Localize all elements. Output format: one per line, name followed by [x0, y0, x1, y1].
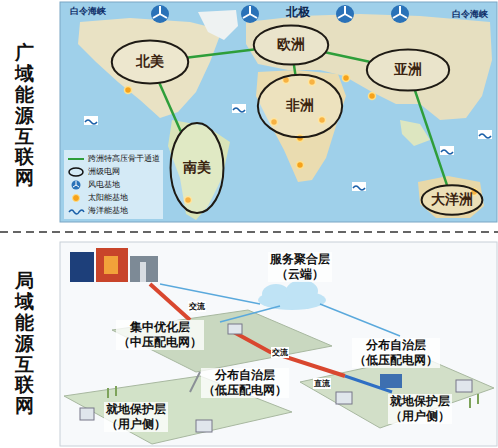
- wind-icon: [151, 5, 409, 23]
- ellipse-shape: [171, 123, 224, 213]
- local-grid-illustration: [60, 242, 497, 446]
- ellipse-shape: [112, 40, 188, 83]
- legend-ellipse: [69, 168, 83, 176]
- legend-text: 洲级电网: [88, 166, 120, 177]
- legend-text: 跨洲特高压骨干通道: [88, 153, 160, 164]
- legend-row: 跨洲特高压骨干通道: [67, 152, 160, 165]
- backbone-channel: [326, 53, 369, 62]
- backbone-channel: [415, 91, 447, 185]
- legend-solar: [73, 194, 80, 201]
- strait-label: 白令海峡: [452, 8, 488, 21]
- legend-text: 海洋能基地: [88, 205, 128, 216]
- legend-row: 洲级电网: [67, 165, 160, 178]
- layer-label: 就地保护层 （用户侧）: [104, 402, 168, 432]
- backbone-channel: [159, 83, 180, 131]
- legend-row: 风电基地: [67, 178, 160, 191]
- continent-ellipse: 南美: [170, 122, 224, 214]
- layer-label: 分布自治层 （低压配电网）: [352, 338, 440, 368]
- current-type: 交流: [271, 347, 289, 358]
- ellipse-shape: [367, 49, 449, 90]
- layer-label: 集中优化层 （中压配电网）: [116, 320, 204, 350]
- backbone-channel: [188, 49, 254, 57]
- legend-sample: [67, 180, 85, 190]
- legend-ocean: [69, 210, 84, 214]
- layer-label: 分布自治层 （低压配电网）: [201, 368, 289, 398]
- current-type: 交流: [188, 301, 206, 312]
- continent-ellipse: 北美: [111, 40, 189, 84]
- layer-label: 服务聚合层 （云端）: [268, 252, 332, 282]
- continent-name: 亚洲: [394, 61, 422, 79]
- legend-row: 太阳能基地: [67, 191, 160, 204]
- ellipse-shape: [254, 25, 328, 64]
- legend: 跨洲特高压骨干通道洲级电网风电基地太阳能基地海洋能基地: [64, 150, 163, 219]
- legend-text: 太阳能基地: [88, 192, 128, 203]
- map-label: 北极: [286, 4, 310, 21]
- continent-name: 大洋洲: [431, 191, 473, 209]
- continent-name: 非洲: [286, 97, 314, 115]
- panel-title: 广域能源互联网: [15, 42, 34, 188]
- legend-sample: [67, 167, 85, 177]
- continent-ellipse: 亚洲: [366, 49, 450, 91]
- ellipse-shape: [258, 75, 342, 138]
- continent-ellipse: 大洋洲: [421, 185, 483, 215]
- current-type: 直流: [313, 378, 331, 389]
- legend-wind: [72, 180, 81, 189]
- ellipse-shape: [422, 185, 483, 214]
- backbone-channel: [294, 65, 295, 74]
- world-map: [60, 2, 497, 222]
- layer-label: 就地保护层 （用户侧）: [388, 394, 452, 424]
- legend-sample: [67, 206, 85, 216]
- legend-sample: [67, 154, 85, 164]
- strait-label: 白令海峡: [70, 5, 106, 18]
- continent-name: 北美: [136, 53, 164, 71]
- legend-line: [68, 158, 84, 160]
- continent-name: 欧洲: [277, 36, 305, 54]
- continent-name: 南美: [183, 159, 211, 177]
- legend-row: 海洋能基地: [67, 204, 160, 217]
- dashed-separator: [0, 231, 498, 233]
- continent-ellipse: 非洲: [257, 74, 343, 138]
- legend-wind-blade: [73, 181, 79, 187]
- legend-text: 风电基地: [88, 179, 120, 190]
- panel-title: 局域能源互联网: [15, 270, 34, 416]
- legend-sample: [67, 193, 85, 203]
- continent-ellipse: 欧洲: [253, 25, 329, 65]
